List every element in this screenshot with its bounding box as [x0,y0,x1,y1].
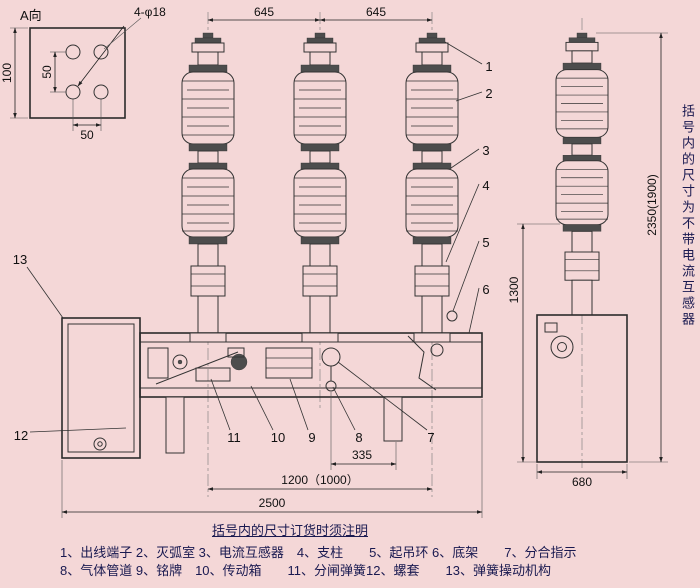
dim-2500: 2500 [259,496,286,510]
dim-645-right: 645 [366,5,386,19]
callout-leader-lines [26,41,483,433]
side-view [536,32,628,463]
dim-total-height: 2350(1900) [645,174,659,235]
lifting-ring [446,310,458,322]
callout-12: 12 [14,428,28,443]
holes-note: 4-φ18 [134,5,166,19]
callout-2: 2 [485,86,492,101]
callout-3: 3 [482,143,489,158]
drive-mechanism [147,347,248,385]
dimensions: 645 645 2350(1900) 1300 680 335 1 [61,5,668,518]
callout-13: 13 [13,252,27,267]
dim-50-vertical: 50 [40,65,54,79]
pole-side [555,32,609,316]
spring-mechanism-cabinet [61,317,141,459]
callout-1: 1 [485,59,492,74]
mounting-hole [65,84,81,100]
dim-680: 680 [572,475,592,489]
dim-645-left: 645 [254,5,274,19]
pull-rod [407,335,437,391]
open-close-indicator [321,347,341,367]
dim-335: 335 [352,448,372,462]
dim-1300: 1300 [507,276,521,303]
support-leg-left [165,396,185,454]
dim-50-horizontal: 50 [80,128,94,142]
legend-line-1: 1、出线端子 2、灭弧室 3、电流互感器 4、支柱 5、起吊环 6、底架 7、分… [60,545,577,560]
detail-view: A向 4-φ18 100 50 50 [0,5,166,142]
nameplate [265,347,313,379]
callout-4: 4 [482,178,489,193]
side-base-box [536,314,628,463]
callout-7: 7 [427,430,434,445]
dim-100: 100 [0,63,14,83]
holes-arrow [77,25,125,87]
base-frame [139,332,483,398]
legend-line-2: 8、气体管道 9、铭牌 10、传动箱 11、分闸弹簧12、螺套 13、弹簧操动机… [60,563,551,578]
gas-pipe-port [325,380,337,392]
right-vertical-note: 括号内的尺寸为不带电流互感器 [680,104,695,328]
callout-11: 11 [227,430,241,445]
pole-3 [405,32,459,334]
callout-5: 5 [482,235,489,250]
callouts: 1 2 3 4 5 6 7 8 9 10 11 12 13 [13,41,493,445]
pole-1 [181,32,235,334]
callout-8: 8 [355,430,362,445]
callout-9: 9 [308,430,315,445]
callout-10: 10 [271,430,285,445]
view-a-label: A向 [20,8,42,23]
pole-2 [293,32,347,334]
front-view [61,32,483,459]
mounting-hole [65,44,81,60]
mounting-hole [93,84,109,100]
support-leg-right [383,396,403,442]
dim-1200: 1200（1000） [281,473,358,487]
callout-6: 6 [482,282,489,297]
mounting-plate [29,27,126,119]
order-note: 括号内的尺寸订货时须注明 [211,523,368,538]
mounting-hole [93,44,109,60]
